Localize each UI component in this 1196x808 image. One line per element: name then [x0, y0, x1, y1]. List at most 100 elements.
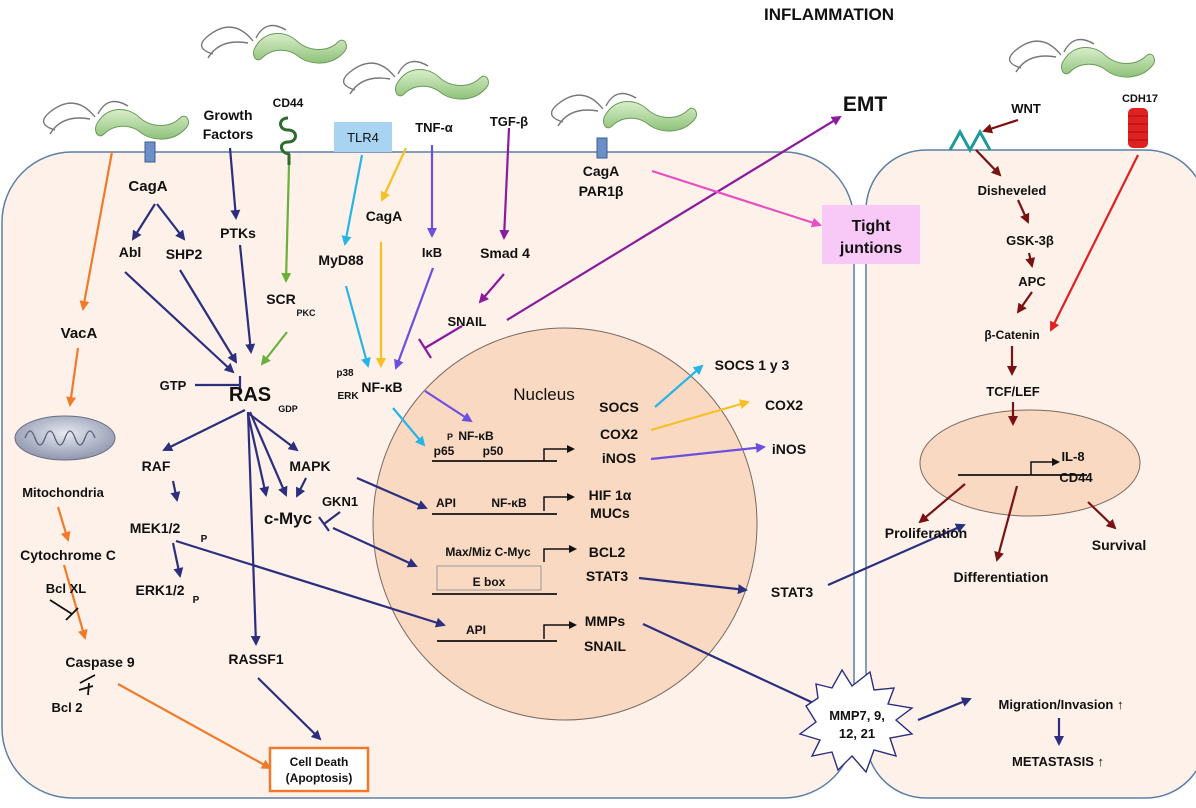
purple-arrows	[418, 115, 842, 359]
title: INFLAMMATION	[764, 5, 894, 24]
caspase9-label: Caspase 9	[65, 654, 134, 670]
mapk-label: MAPK	[289, 458, 330, 474]
cd44-top-label: CD44	[273, 96, 304, 110]
cdh17-label: CDH17	[1122, 93, 1158, 105]
transcription-start-icons	[543, 445, 1060, 639]
migration-label: Migration/Invasion ↑	[999, 697, 1124, 712]
vaca-label: VacA	[61, 325, 98, 342]
navy-arrows	[124, 147, 1064, 746]
il8-label: IL-8	[1061, 449, 1084, 464]
magenta-arrows	[651, 169, 822, 228]
bcl2-nucleus-label: BCL2	[589, 544, 626, 560]
emt-label: EMT	[843, 93, 888, 116]
cyan-arrows	[341, 154, 704, 447]
gkn1-label: GKN1	[322, 494, 358, 509]
wnt-label: WNT	[1011, 101, 1041, 116]
mmp-line1: MMP7, 9,	[829, 708, 885, 723]
wnt-receptor-icon	[948, 128, 992, 154]
cytochrome-c-label: Cytochrome C	[20, 547, 116, 563]
p65-label: p65	[434, 444, 455, 458]
disheveled-label: Disheveled	[978, 183, 1047, 198]
ptks-label: PTKs	[220, 225, 256, 241]
gene-lines	[432, 460, 1087, 642]
stat3-nucleus-label: STAT3	[586, 568, 628, 584]
mek-label: MEK1/2	[130, 520, 181, 536]
mmps-label: MMPs	[585, 613, 626, 629]
snail-nucleus-label: SNAIL	[584, 638, 626, 654]
mitochondria-icon	[14, 415, 116, 461]
secretion-system-icon	[144, 137, 608, 163]
bacterium-5-icon	[1008, 38, 1155, 78]
gsk-label: GSK-3β	[1006, 233, 1054, 248]
ras-label: RAS	[229, 384, 271, 406]
tlr4-box	[334, 122, 392, 152]
bacterium-1-icon	[42, 100, 189, 140]
p38-label: p38	[336, 368, 354, 379]
api1-label: API	[436, 496, 456, 510]
rassf1-label: RASSF1	[228, 651, 283, 667]
abl-label: Abl	[119, 244, 142, 260]
maxmiz-label: Max/Miz C-Myc	[445, 545, 531, 559]
growth-factors-line2: Factors	[203, 126, 254, 142]
nfkb2-label: NF-κB	[491, 496, 527, 510]
survival-label: Survival	[1092, 537, 1146, 553]
caga-left-label: CagA	[128, 178, 167, 195]
erk-label: ERK	[337, 391, 359, 402]
myd88-label: MyD88	[318, 252, 363, 268]
cell-death-line1: Cell Death	[290, 755, 349, 769]
scr-label: SCR	[266, 291, 296, 307]
ebox-label: E box	[473, 575, 506, 589]
p50-label: p50	[483, 444, 504, 458]
differentiation-label: Differentiation	[954, 569, 1049, 585]
pkc-label: PKC	[296, 308, 316, 318]
ebox-box	[436, 565, 542, 591]
maroon-arrows	[918, 118, 1117, 562]
tlr4-label: TLR4	[347, 130, 379, 145]
green-arrows	[260, 164, 292, 366]
mek-p-label: P	[201, 534, 208, 545]
raf-label: RAF	[142, 458, 171, 474]
cell-death-box	[268, 746, 370, 793]
metastasis-label: METASTASIS ↑	[1012, 754, 1104, 769]
erk12-p-label: P	[193, 595, 200, 606]
cd44-right-label: CD44	[1059, 470, 1093, 485]
inos-label: iNOS	[602, 450, 636, 466]
bacterium-3-icon	[342, 60, 489, 100]
nfkb-label: NF-κB	[361, 379, 402, 395]
tight-junctions-line2: juntions	[839, 240, 902, 257]
bacterium-2-icon	[200, 24, 347, 64]
mucs-label: MUCs	[590, 505, 630, 521]
growth-factors-line1: Growth	[204, 107, 253, 123]
mmp-burst	[798, 668, 914, 774]
tnfa-label: TNF-α	[415, 120, 453, 135]
ikb-label: IκB	[422, 245, 442, 260]
tcf-label: TCF/LEF	[986, 384, 1039, 399]
bcatenin-label: β-Catenin	[984, 328, 1039, 342]
red-arrows	[1050, 154, 1139, 332]
apc-label: APC	[1018, 274, 1046, 289]
bcl2-label: Bcl 2	[51, 700, 82, 715]
caga-mid-label: CagA	[366, 208, 403, 224]
gdp-label: GDP	[278, 404, 298, 414]
violet-arrows	[394, 145, 766, 461]
tight-junctions-line1: Tight	[852, 218, 891, 235]
gtp-label: GTP	[160, 378, 187, 393]
proliferation-label: Proliferation	[885, 525, 967, 541]
tight-junctions-box	[822, 205, 920, 264]
nucleus-p-label: P	[447, 432, 453, 442]
mmp-line2: 12, 21	[839, 726, 875, 741]
yellow-arrows	[376, 147, 750, 432]
cdh17-receptor-icon	[1128, 108, 1148, 148]
smad4-label: Smad 4	[480, 245, 530, 261]
shp2-label: SHP2	[166, 246, 203, 262]
orange-arrows	[56, 151, 272, 769]
nucleus-nfkb-label: NF-κB	[458, 429, 494, 443]
erk12-label: ERK1/2	[135, 582, 184, 598]
api2-label: API	[466, 623, 486, 637]
bacterium-4-icon	[550, 92, 697, 132]
stat3-out-label: STAT3	[771, 584, 813, 600]
cmyc-label: c-Myc	[264, 509, 312, 528]
socs13-label: SOCS 1 y 3	[715, 357, 790, 373]
